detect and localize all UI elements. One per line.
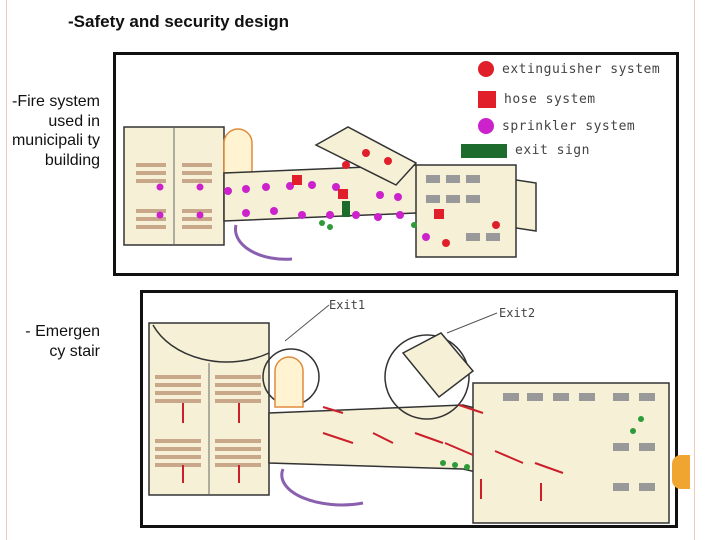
legend-exit-sign: exit sign: [461, 143, 590, 158]
stair-right-offices: [472, 382, 670, 524]
extinguisher-markers: [342, 149, 500, 247]
round-stair: [223, 128, 253, 174]
hose-markers: [292, 175, 444, 219]
red-circle-icon: [478, 61, 494, 77]
magenta-circle-icon: [478, 118, 494, 134]
exit-green-dots: [319, 220, 417, 230]
fire-system-label: -Fire system used in municipali ty build…: [11, 93, 100, 169]
exit1-label: Exit1: [329, 298, 365, 312]
green-rectangle-icon: [461, 143, 507, 158]
left-margin-line: [6, 0, 7, 540]
exit1-pointer: [284, 304, 330, 342]
office-desks: [426, 175, 500, 241]
exit2-wing: [401, 332, 475, 399]
exit-path-dots: [440, 416, 644, 470]
entrance-arc: [234, 224, 293, 261]
exit2-label: Exit2: [499, 306, 535, 320]
emergency-stair-plan: Exit1 Exit2: [140, 290, 678, 528]
hall-top-arc: [152, 324, 270, 363]
legend-sprinkler: sprinkler system: [478, 118, 635, 134]
escape-arrows: [182, 403, 564, 501]
legend-sprinkler-label: sprinkler system: [502, 118, 636, 134]
seating-rows-left: [136, 163, 212, 229]
legend-extinguisher: extinguisher system: [478, 61, 660, 77]
legend-hose-label: hose system: [504, 92, 596, 107]
exit-sign-markers: [342, 201, 350, 217]
exit2-stair-circle: [384, 334, 470, 420]
sprinkler-markers: [156, 181, 430, 241]
lower-entrance-arc: [280, 468, 364, 507]
right-margin-line: [694, 0, 695, 540]
fire-plan-drawing: [123, 126, 537, 261]
legend-hose: hose system: [478, 91, 596, 108]
legend-extinguisher-label: extinguisher system: [502, 61, 661, 77]
exit2-pointer: [446, 312, 498, 334]
emergency-stair-label: - Emergen cy stair: [25, 323, 100, 360]
legend-exit-sign-label: exit sign: [515, 143, 590, 158]
stair-office-desks: [503, 393, 655, 491]
slide-title: -Safety and security design: [68, 12, 290, 31]
red-square-icon: [478, 91, 496, 108]
stair-plan-drawing: Exit1 Exit2: [148, 298, 670, 524]
stair-plan-seating: [155, 375, 261, 467]
slide-accent-tab: [672, 455, 690, 489]
fire-system-plan: extinguisher system hose system sprinkle…: [113, 52, 679, 276]
exit1-round-stair: [274, 356, 304, 408]
